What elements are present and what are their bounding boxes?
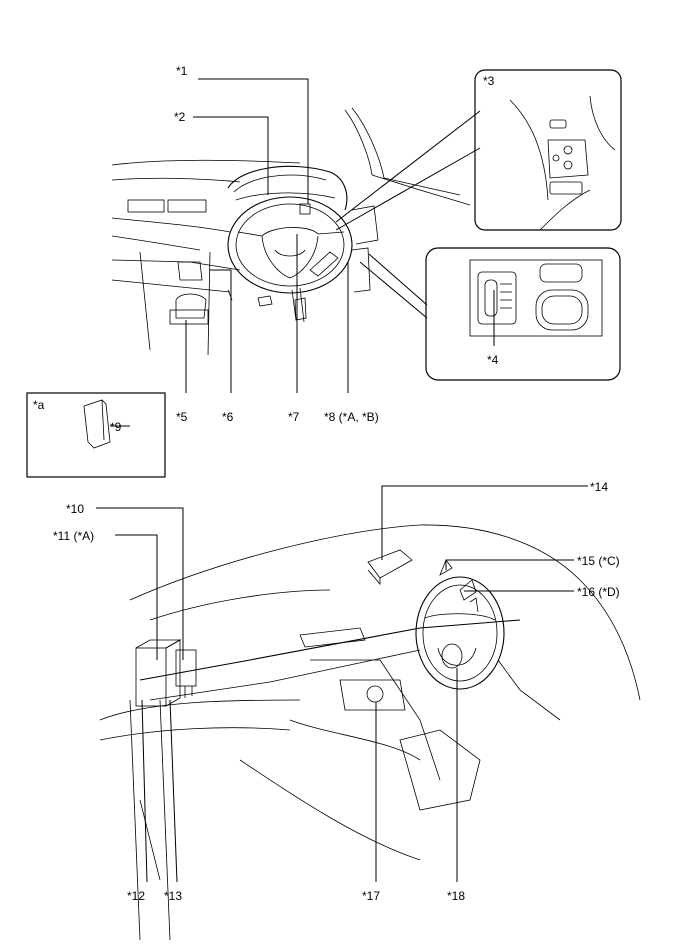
leader-lines	[96, 78, 588, 883]
label-1: *1	[176, 64, 188, 78]
label-a: *a	[33, 398, 45, 412]
label-4: *4	[487, 353, 499, 367]
label-18: *18	[447, 889, 465, 903]
lower-interior-illustration	[99, 524, 641, 941]
label-7: *7	[288, 410, 300, 424]
label-16: *16 (*D)	[577, 585, 620, 599]
label-12: *12	[127, 889, 145, 903]
inset-box-3	[474, 69, 622, 231]
callout-labels: *1 *2 *3 *4 *5 *6 *7 *8 (*A, *B) *a *9 *…	[33, 64, 620, 903]
label-15: *15 (*C)	[577, 554, 620, 568]
upper-dashboard-illustration	[111, 107, 471, 356]
label-17: *17	[362, 889, 380, 903]
inset-box-a	[26, 392, 166, 478]
label-13: *13	[164, 889, 182, 903]
label-6: *6	[222, 410, 234, 424]
label-2: *2	[174, 110, 186, 124]
label-10: *10	[66, 502, 84, 516]
label-5: *5	[176, 410, 188, 424]
label-8: *8 (*A, *B)	[324, 410, 379, 424]
label-14: *14	[590, 480, 608, 494]
label-9: *9	[110, 420, 122, 434]
inset-box-4	[425, 247, 621, 381]
label-3: *3	[483, 74, 495, 88]
label-11: *11 (*A)	[53, 529, 94, 543]
